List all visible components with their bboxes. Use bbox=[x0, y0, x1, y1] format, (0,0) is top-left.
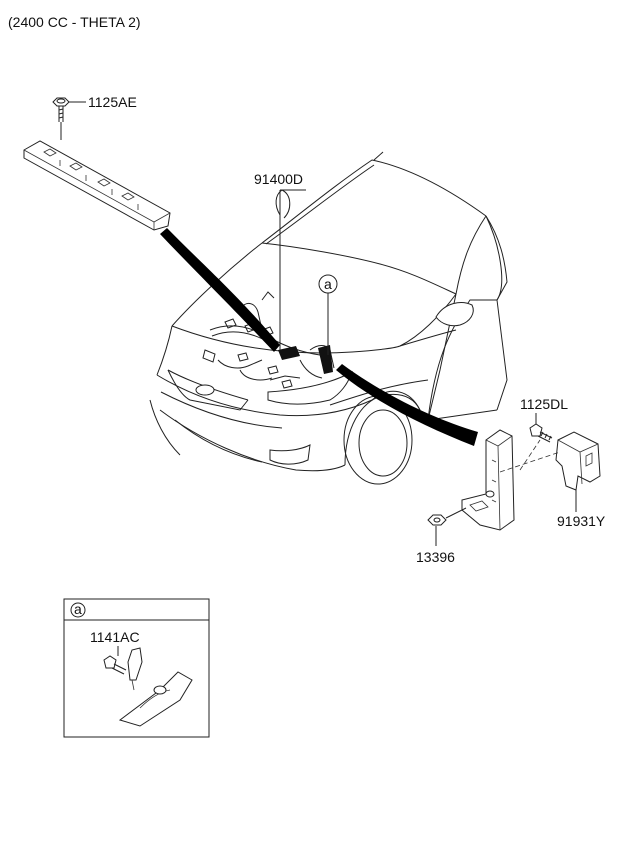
bolt-1125ae-icon bbox=[52, 97, 70, 122]
label-1141ac: 1141AC bbox=[90, 629, 140, 645]
label-1125dl: 1125DL bbox=[520, 396, 568, 412]
ground-bracket-part bbox=[118, 647, 193, 727]
detail-box-a bbox=[63, 598, 210, 738]
label-91931y: 91931Y bbox=[557, 513, 606, 529]
dash-nut-bracket bbox=[445, 507, 467, 519]
bolt-1141ac-icon bbox=[103, 655, 127, 675]
detail-a-label: a bbox=[74, 601, 82, 617]
pointer-harness-to-bracket bbox=[336, 364, 478, 446]
label-13396: 13396 bbox=[416, 549, 455, 565]
label-1125ae: 1125AE bbox=[88, 94, 137, 110]
callout-a-label: a bbox=[324, 276, 332, 292]
sensor-91931y-part bbox=[555, 431, 601, 491]
dash-bolt-bracket bbox=[519, 439, 541, 471]
dash-bracket-sensor bbox=[499, 451, 561, 473]
bolt-1125dl-icon bbox=[529, 423, 553, 443]
mounting-bracket-part bbox=[461, 429, 515, 531]
nut-13396-icon bbox=[427, 514, 447, 526]
label-91400d: 91400D bbox=[254, 171, 303, 187]
variant-header: (2400 CC - THETA 2) bbox=[8, 14, 141, 30]
clip-strip-part bbox=[23, 140, 171, 231]
pointer-strip-to-harness bbox=[160, 228, 280, 352]
